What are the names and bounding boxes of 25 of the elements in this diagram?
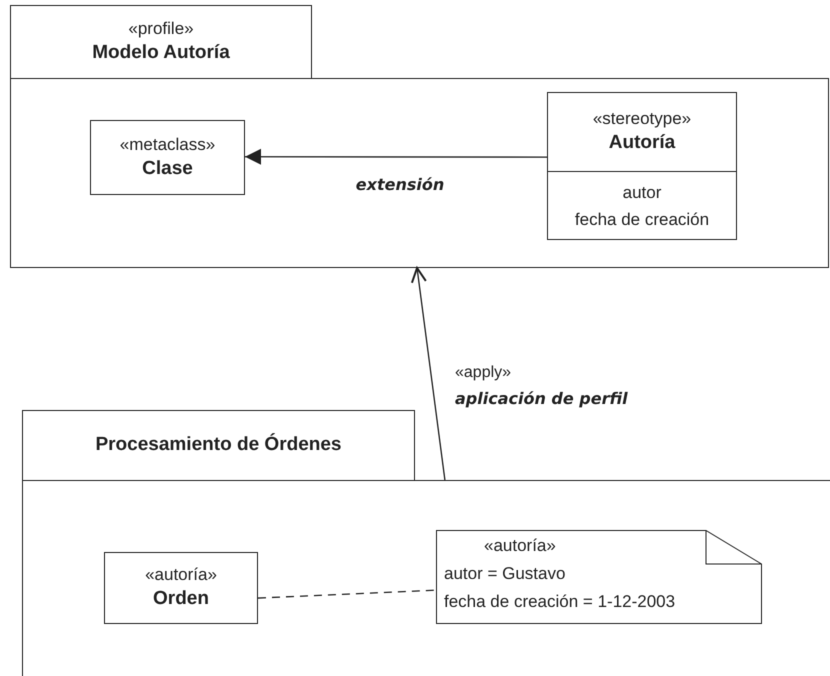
stereotype-label: «autoría»	[483, 535, 557, 557]
stereotype-label: «profile»	[128, 18, 194, 40]
edge-label: «apply» aplicación de perfil	[455, 363, 629, 410]
package-name: Procesamiento de Órdenes	[95, 432, 342, 458]
stereotype-label: «autoría»	[145, 564, 217, 586]
connector-line	[258, 590, 436, 599]
arrow	[410, 267, 446, 480]
class-box	[104, 552, 258, 624]
class-name: Clase	[142, 156, 193, 180]
attribute-text: autor	[622, 182, 662, 204]
package-frame	[10, 5, 829, 268]
stereotype-label: «metaclass»	[120, 134, 216, 156]
class-name: Autoría	[608, 131, 676, 155]
tagged-value: fecha de creación = 1-12-2003	[444, 591, 676, 613]
package-frame	[22, 410, 830, 676]
class-box	[90, 120, 245, 195]
tagged-value: autor = Gustavo	[444, 563, 566, 585]
arrow	[245, 148, 547, 165]
class-name: Orden	[153, 587, 209, 611]
attribute-text: fecha de creación	[574, 208, 710, 230]
package-name: Modelo Autoría	[92, 41, 230, 65]
class-box	[547, 92, 737, 240]
edge-label: extensión	[354, 174, 446, 196]
note	[436, 530, 762, 624]
stereotype-label: «stereotype»	[592, 108, 692, 130]
